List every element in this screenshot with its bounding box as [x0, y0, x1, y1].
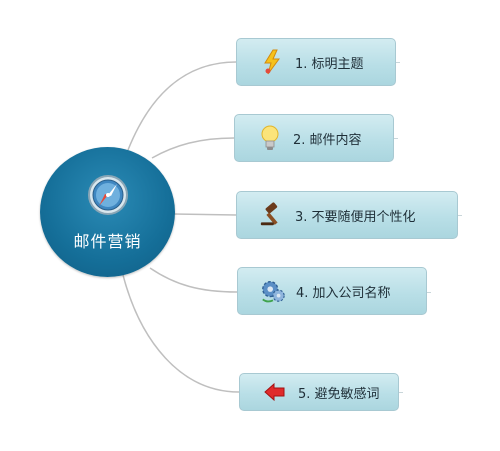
- center-topic-node[interactable]: 邮件营销: [40, 147, 175, 277]
- gavel-icon: [259, 202, 285, 228]
- branch-stub-1: [396, 62, 400, 63]
- branch-node-1[interactable]: 1. 标明主题: [236, 38, 396, 86]
- branch-stub-3: [458, 215, 462, 216]
- lightbulb-icon: [257, 125, 283, 151]
- connector-line-4: [149, 267, 238, 293]
- connector-line-5: [122, 274, 240, 393]
- lightning-icon: [259, 49, 285, 75]
- branch-stub-4: [427, 292, 431, 293]
- branch-label-4: 4. 加入公司名称: [296, 285, 391, 301]
- connector-line-3: [173, 213, 237, 216]
- connector-line-1: [127, 61, 237, 151]
- branch-label-5: 5. 避免敏感词: [298, 386, 380, 402]
- branch-label-1: 1. 标明主题: [295, 56, 364, 72]
- compass-icon: [87, 175, 128, 215]
- branch-stub-5: [399, 392, 403, 393]
- branch-node-3[interactable]: 3. 不要随便用个性化: [236, 191, 458, 239]
- gears-icon: [260, 278, 286, 304]
- branch-node-2[interactable]: 2. 邮件内容: [234, 114, 394, 162]
- branch-node-4[interactable]: 4. 加入公司名称: [237, 267, 427, 315]
- red-arrow-left-icon: [262, 379, 288, 405]
- branch-label-2: 2. 邮件内容: [293, 132, 362, 148]
- branch-label-3: 3. 不要随便用个性化: [295, 209, 416, 225]
- branch-node-5[interactable]: 5. 避免敏感词: [239, 373, 399, 411]
- connector-line-2: [151, 137, 235, 159]
- center-topic-label: 邮件营销: [73, 232, 142, 251]
- branch-stub-2: [394, 138, 398, 139]
